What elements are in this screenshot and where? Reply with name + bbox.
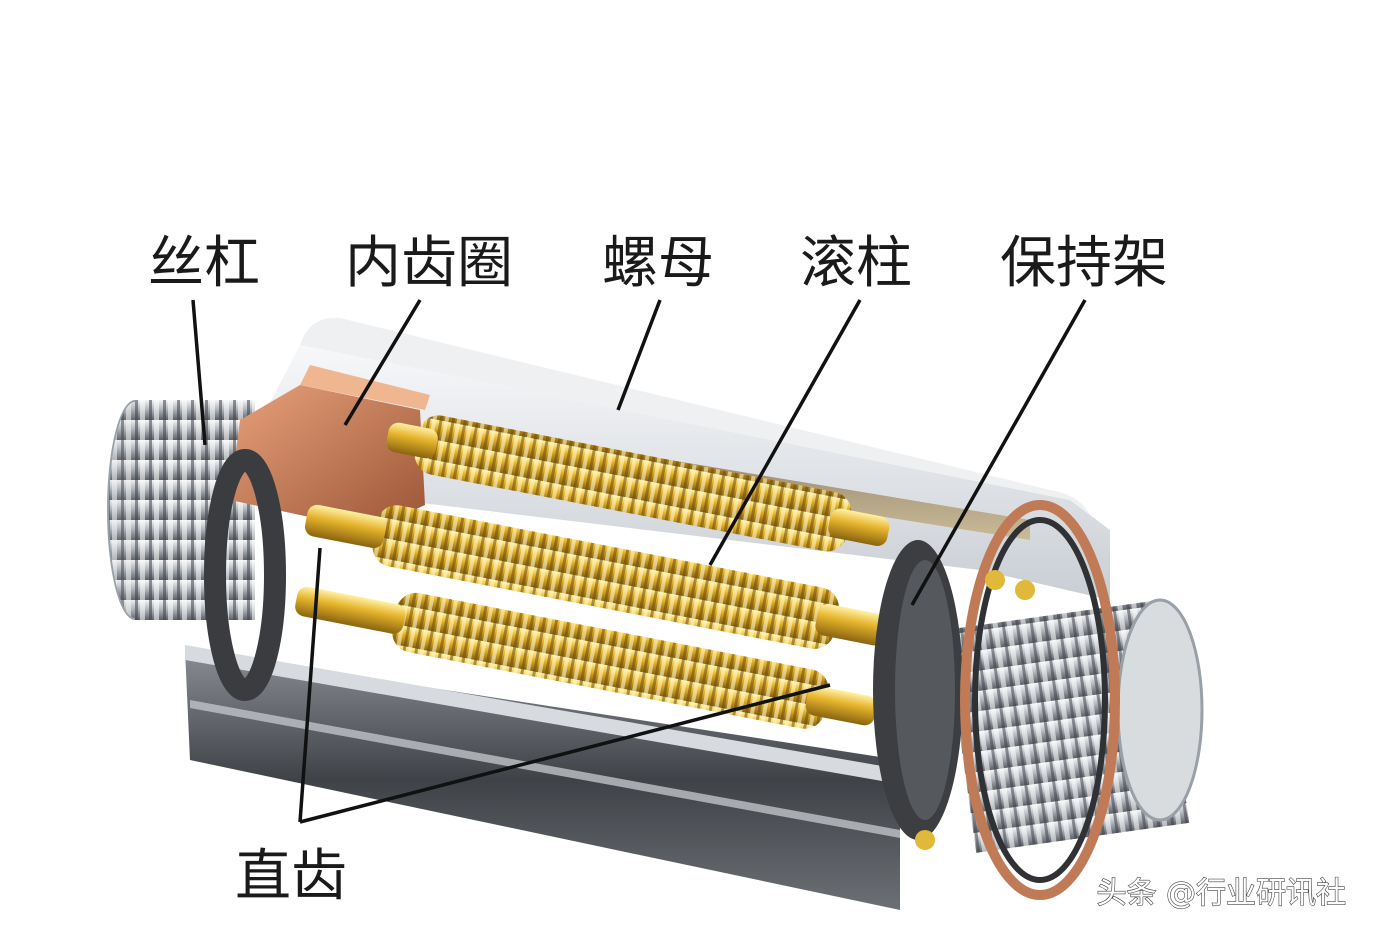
- label-nut: 螺母: [602, 231, 714, 296]
- cage-ring: [873, 540, 963, 840]
- screw-left-end: [107, 400, 255, 620]
- label-spur-gear: 直齿: [235, 844, 347, 909]
- label-cage: 保持架: [1000, 231, 1168, 296]
- watermark: 头条 @行业研讯社: [1096, 876, 1346, 911]
- label-ring-gear: 内齿圈: [345, 231, 513, 296]
- label-roller: 滚柱: [800, 231, 912, 296]
- label-screw: 丝杠: [148, 231, 260, 296]
